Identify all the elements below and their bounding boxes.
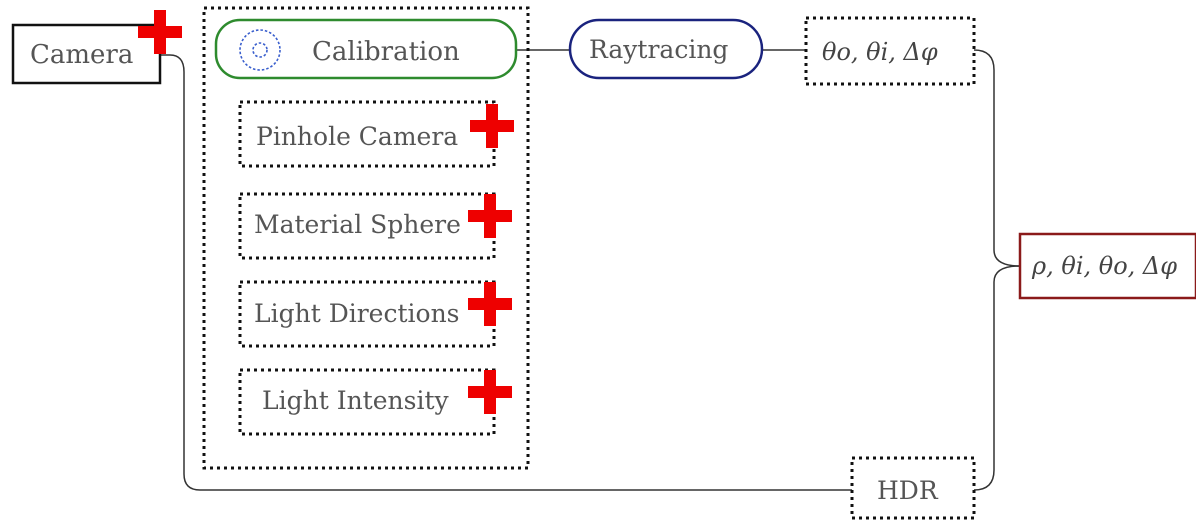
plus-icon	[470, 104, 514, 148]
hdr-node: HDR	[850, 456, 976, 520]
plus-icon	[468, 370, 512, 414]
plus-markers	[138, 10, 514, 414]
light-intensity-label: Light Intensity	[262, 386, 449, 415]
raytracing-label: Raytracing	[589, 35, 728, 64]
material-sphere-label: Material Sphere	[254, 210, 461, 239]
raytracing-node: Raytracing	[568, 18, 764, 80]
angles-out-node: θo, θi, Δφ	[804, 16, 976, 86]
gear-icon	[239, 29, 281, 71]
light-intensity-node: Light Intensity	[238, 368, 496, 436]
calibration-group	[202, 6, 530, 470]
material-sphere-node: Material Sphere	[238, 192, 496, 260]
angles-out-label: θo, θi, Δφ	[822, 38, 938, 66]
calibration-node: Calibration	[214, 18, 518, 80]
hdr-label: HDR	[877, 476, 939, 505]
angles-to-result-brace	[973, 49, 1021, 267]
pinhole-camera-label: Pinhole Camera	[256, 122, 458, 151]
light-directions-node: Light Directions	[238, 280, 496, 348]
plus-icon	[468, 282, 512, 326]
result-node: ρ, θi, θo, Δφ	[1018, 232, 1196, 300]
camera-node: Camera	[11, 23, 162, 85]
connectors	[160, 49, 1021, 491]
calibration-pill	[214, 18, 518, 80]
calibration-label: Calibration	[312, 37, 460, 67]
pinhole-camera-node: Pinhole Camera	[238, 100, 496, 168]
light-directions-label: Light Directions	[254, 299, 460, 328]
result-label: ρ, θi, θo, Δφ	[1031, 252, 1177, 280]
camera-to-hdr-line	[160, 54, 852, 491]
plus-icon	[468, 194, 512, 238]
plus-icon	[138, 10, 182, 54]
hdr-to-result-brace	[973, 265, 1021, 491]
camera-label: Camera	[30, 40, 133, 70]
